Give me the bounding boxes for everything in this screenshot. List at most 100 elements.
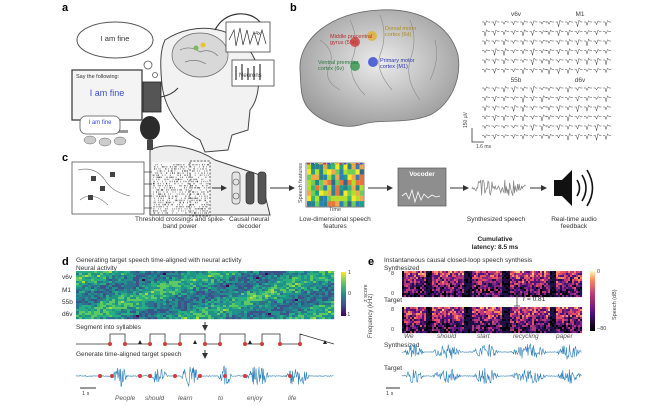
spectro-cell xyxy=(506,279,509,282)
spectro-cell xyxy=(546,307,549,310)
heat-cell xyxy=(286,275,290,278)
spectro-cell xyxy=(442,287,445,290)
heat-cell xyxy=(139,315,143,318)
spectro-cell xyxy=(566,325,569,328)
heat-cell xyxy=(130,299,134,302)
heat-cell xyxy=(277,289,281,292)
syllable-marker xyxy=(108,342,112,346)
spectro-cell xyxy=(464,307,467,310)
spectro-cell xyxy=(574,273,577,276)
spike-waveform xyxy=(603,67,611,74)
spectro-cell xyxy=(466,283,469,286)
spectro-cell xyxy=(576,279,579,282)
heat-cell xyxy=(310,285,314,288)
spectro-cell xyxy=(520,321,523,324)
heat-cell xyxy=(301,287,305,290)
heat-cell xyxy=(208,275,212,278)
heat-cell xyxy=(181,309,185,312)
spike-waveform xyxy=(603,57,611,65)
spectro-cell xyxy=(542,319,545,322)
feature-cell xyxy=(307,195,312,202)
spectro-cell xyxy=(486,279,489,282)
heat-cell xyxy=(112,279,116,282)
heat-cell xyxy=(79,303,83,306)
spectro-cell xyxy=(526,283,529,286)
spectro-cell xyxy=(556,327,559,330)
heat-cell xyxy=(169,317,173,320)
spectro-cell xyxy=(412,275,415,278)
spectro-cell xyxy=(514,275,517,278)
heat-cell xyxy=(307,279,311,282)
spectro-cell xyxy=(556,273,559,276)
spectro-cell xyxy=(502,331,505,334)
spectro-cell xyxy=(528,275,531,278)
spectro-cell xyxy=(466,271,469,274)
spectro-cell xyxy=(412,279,415,282)
spectro-cell xyxy=(410,287,413,290)
spectro-cell xyxy=(408,281,411,284)
feature-cell xyxy=(315,201,320,207)
spectro-cell xyxy=(432,271,435,274)
spectro-cell xyxy=(560,285,563,288)
feature-cell xyxy=(307,185,312,191)
spectro-cell xyxy=(438,287,441,290)
heat-cell xyxy=(127,313,131,316)
spectro-cell xyxy=(482,323,485,326)
spike-waveform xyxy=(510,104,519,112)
spectro-cell xyxy=(438,311,441,314)
spectro-cell xyxy=(522,285,525,288)
heat-cell xyxy=(145,273,149,276)
spectro-cell xyxy=(424,309,427,312)
heat-cell xyxy=(94,283,98,286)
heat-cell xyxy=(178,315,182,318)
spectro-cell xyxy=(444,329,447,332)
heat-cell xyxy=(187,315,191,318)
heat-cell xyxy=(91,285,95,288)
spectro-cell xyxy=(532,329,535,332)
raster-row xyxy=(155,164,209,166)
heat-cell xyxy=(319,295,323,298)
spectro-cell xyxy=(482,295,485,298)
heat-cell xyxy=(145,307,149,310)
heat-cell xyxy=(127,273,131,276)
heat-cell xyxy=(307,273,311,276)
heat-cell xyxy=(331,297,335,300)
spectro-cell xyxy=(454,323,457,326)
heat-cell xyxy=(280,279,284,282)
spectro-cell xyxy=(438,313,441,316)
heat-cell xyxy=(190,301,194,304)
heat-cell xyxy=(205,281,209,284)
spectro-cell xyxy=(552,331,555,334)
heat-cell xyxy=(175,313,179,316)
spectro-cell xyxy=(486,271,489,274)
spectro-cell xyxy=(536,329,539,332)
spectro-cell xyxy=(502,277,505,280)
spectro-cell xyxy=(530,287,533,290)
spectro-cell xyxy=(544,277,547,280)
heat-cell xyxy=(202,315,206,318)
heat-cell xyxy=(130,309,134,312)
spectro-cell xyxy=(528,315,531,318)
heat-cell xyxy=(133,291,137,294)
heat-cell xyxy=(202,281,206,284)
spectro-cell xyxy=(474,311,477,314)
spike-waveform xyxy=(584,104,592,112)
spectro-cell xyxy=(450,325,453,328)
spectro-cell xyxy=(540,309,543,312)
spectro-cell xyxy=(434,315,437,318)
step-audio-feedback: Real-time audio feedback xyxy=(551,216,597,231)
heat-cell xyxy=(280,283,284,286)
heat-cell xyxy=(295,273,299,276)
raster-row xyxy=(153,191,209,193)
heat-cell xyxy=(220,303,224,306)
heat-cell xyxy=(97,305,101,308)
heat-cell xyxy=(124,299,128,302)
spectro-cell xyxy=(420,317,423,320)
spectro-cell xyxy=(436,329,439,332)
spectro-cell xyxy=(526,307,529,310)
spectro-cell xyxy=(530,323,533,326)
spectro-cell xyxy=(460,331,463,334)
spectro-cell xyxy=(520,283,523,286)
spectro-cell xyxy=(488,279,491,282)
